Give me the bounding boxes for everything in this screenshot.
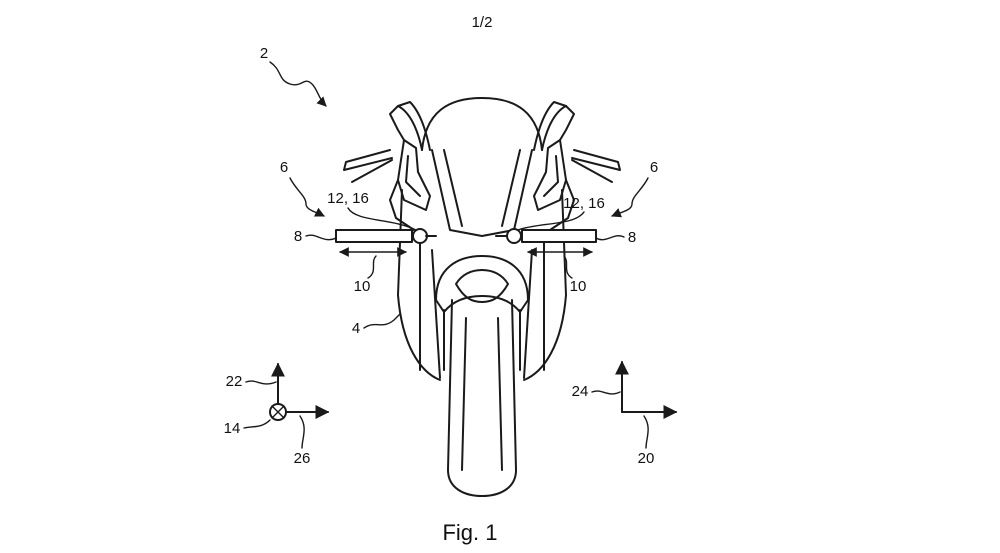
mirror-left	[335, 228, 437, 244]
label-axis-into-page: 14	[224, 420, 241, 437]
headlight-left	[397, 139, 431, 211]
figure-caption: Fig. 1	[442, 520, 497, 545]
label-adjust-left: 10	[354, 278, 371, 295]
label-motorcycle: 2	[260, 45, 268, 62]
label-axis-transverse-right: 20	[638, 450, 655, 467]
label-adjust-right: 10	[570, 278, 587, 295]
headlight-right	[533, 139, 567, 211]
label-axis-transverse-left: 26	[294, 450, 311, 467]
handlebar-left	[343, 149, 393, 171]
label-axis-up-right: 24	[572, 383, 589, 400]
motorcycle-front-view	[343, 97, 621, 497]
label-mirror-assembly-right: 6	[650, 159, 658, 176]
windscreen	[421, 97, 543, 151]
label-mirror-assembly-left: 6	[280, 159, 288, 176]
handlebar-right	[571, 149, 621, 171]
label-body: 4	[352, 320, 360, 337]
label-mirror-arm-right: 8	[628, 229, 636, 246]
leader-motorcycle	[269, 61, 327, 107]
sheet-number: 1/2	[472, 14, 493, 31]
label-pivot-left: 12, 16	[327, 190, 369, 207]
front-fender	[435, 255, 529, 313]
coordinate-system-right	[615, 360, 678, 419]
front-wheel	[447, 299, 517, 497]
label-axis-up-left: 22	[226, 373, 243, 390]
fairing-body	[397, 189, 441, 381]
label-mirror-arm-left: 8	[294, 228, 302, 245]
label-pivot-right: 12, 16	[563, 195, 605, 212]
coordinate-system-left	[269, 362, 330, 421]
mirror-right	[495, 228, 597, 244]
